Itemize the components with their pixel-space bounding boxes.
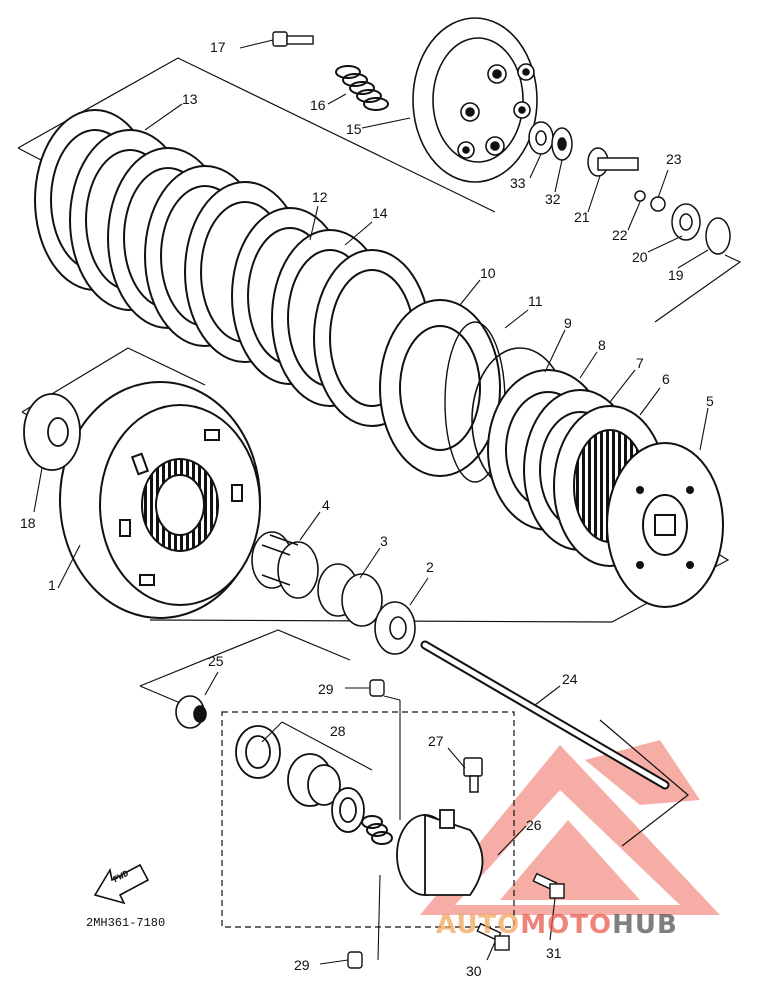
washer-2-part: [374, 601, 416, 655]
callout-31[interactable]: 31: [546, 945, 562, 961]
callout-33[interactable]: 33: [510, 175, 526, 191]
callout-32[interactable]: 32: [545, 191, 561, 207]
lower-frame: [139, 629, 689, 847]
slave-cylinder-box: [221, 711, 515, 928]
watermark-text: AUTOMOTOHUB: [436, 910, 678, 940]
seal-25-part: [175, 695, 207, 729]
callout-21[interactable]: 21: [574, 209, 590, 225]
spacer-part: [317, 563, 383, 627]
watermark-hub: HUB: [612, 910, 678, 940]
bleed-screw-part: [463, 757, 483, 793]
callout-2[interactable]: 2: [426, 559, 434, 575]
callout-8[interactable]: 8: [598, 337, 606, 353]
callout-16[interactable]: 16: [310, 97, 326, 113]
callout-26[interactable]: 26: [526, 817, 542, 833]
slave-cylinder-body-part: [396, 809, 484, 896]
bolt-30-31-part: [476, 872, 565, 951]
slave-spring-part: [361, 815, 393, 845]
callout-7[interactable]: 7: [636, 355, 644, 371]
callout-23[interactable]: 23: [666, 151, 682, 167]
callout-25[interactable]: 25: [208, 653, 224, 669]
friction-plate-stack: [34, 109, 506, 483]
watermark-moto: MOTO: [520, 910, 613, 940]
callout-20[interactable]: 20: [632, 249, 648, 265]
pressure-plate-part: [412, 17, 538, 183]
needle-bearing-part: [251, 531, 319, 599]
slave-cylinder-kit-part: [235, 725, 365, 833]
callout-6[interactable]: 6: [662, 371, 670, 387]
callout-18[interactable]: 18: [20, 515, 36, 531]
clutch-spring-part: [335, 65, 389, 111]
callout-10[interactable]: 10: [480, 265, 496, 281]
callout-13[interactable]: 13: [182, 91, 198, 107]
thrust-washer-18-part: [23, 393, 81, 471]
callout-12[interactable]: 12: [312, 189, 328, 205]
callout-4[interactable]: 4: [322, 497, 330, 513]
callout-14[interactable]: 14: [372, 205, 388, 221]
callout-9[interactable]: 9: [564, 315, 572, 331]
callout-5[interactable]: 5: [706, 393, 714, 409]
callout-30[interactable]: 30: [466, 963, 482, 979]
push-rod-parts: [528, 121, 731, 255]
watermark-auto: AUTO: [436, 910, 521, 940]
callout-3[interactable]: 3: [380, 533, 388, 549]
callout-29-bottom[interactable]: 29: [294, 957, 310, 973]
leader-lines: [33, 39, 709, 965]
clutch-housing-part: [59, 381, 261, 619]
callout-29-top[interactable]: 29: [318, 681, 334, 697]
callout-19[interactable]: 19: [668, 267, 684, 283]
clutch-boss-part: [606, 442, 724, 608]
callout-22[interactable]: 22: [612, 227, 628, 243]
part-code: 2MH361-7180: [86, 916, 166, 930]
callout-27[interactable]: 27: [428, 733, 444, 749]
dowel-pin-part: [347, 679, 385, 969]
callout-1[interactable]: 1: [48, 577, 56, 593]
callout-24[interactable]: 24: [562, 671, 578, 687]
forward-arrow-icon: [93, 863, 150, 905]
callout-17[interactable]: 17: [210, 39, 226, 55]
bolt-17-part: [272, 31, 314, 47]
callout-28[interactable]: 28: [330, 723, 346, 739]
callout-15[interactable]: 15: [346, 121, 362, 137]
callout-11[interactable]: 11: [528, 293, 543, 309]
